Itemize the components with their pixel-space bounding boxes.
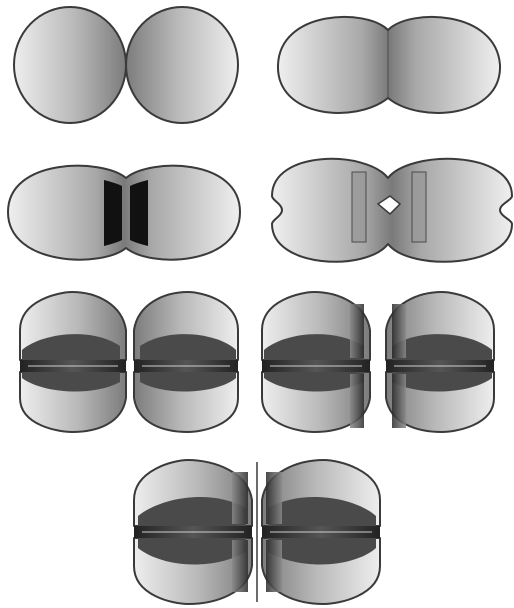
stage-2-fused-cells [278, 17, 500, 113]
plate-left [352, 172, 366, 242]
stage-5-four-lobes [20, 292, 238, 432]
cell-pair-outer [8, 166, 240, 260]
stage-6-four-lobes-columns [262, 292, 494, 432]
plate-right [412, 172, 426, 242]
stage-4-pinched-cells [272, 159, 512, 262]
cell-right [126, 7, 238, 123]
column-lower-left [350, 374, 364, 428]
column-lower-left [232, 540, 248, 592]
stage-3-cells-with-plates [8, 166, 240, 260]
column-upper-right [392, 304, 406, 358]
column-upper-right [266, 472, 282, 524]
column-lower-right [392, 374, 406, 428]
stage-7-four-lobes-final [134, 460, 380, 604]
column-lower-right [266, 540, 282, 592]
fused-cell-pair [278, 17, 500, 113]
cell-left [14, 7, 126, 123]
plate-right [130, 180, 148, 246]
stage-1-two-cells [14, 7, 238, 123]
plate-left [104, 180, 122, 246]
column-upper-left [350, 304, 364, 358]
column-upper-left [232, 472, 248, 524]
